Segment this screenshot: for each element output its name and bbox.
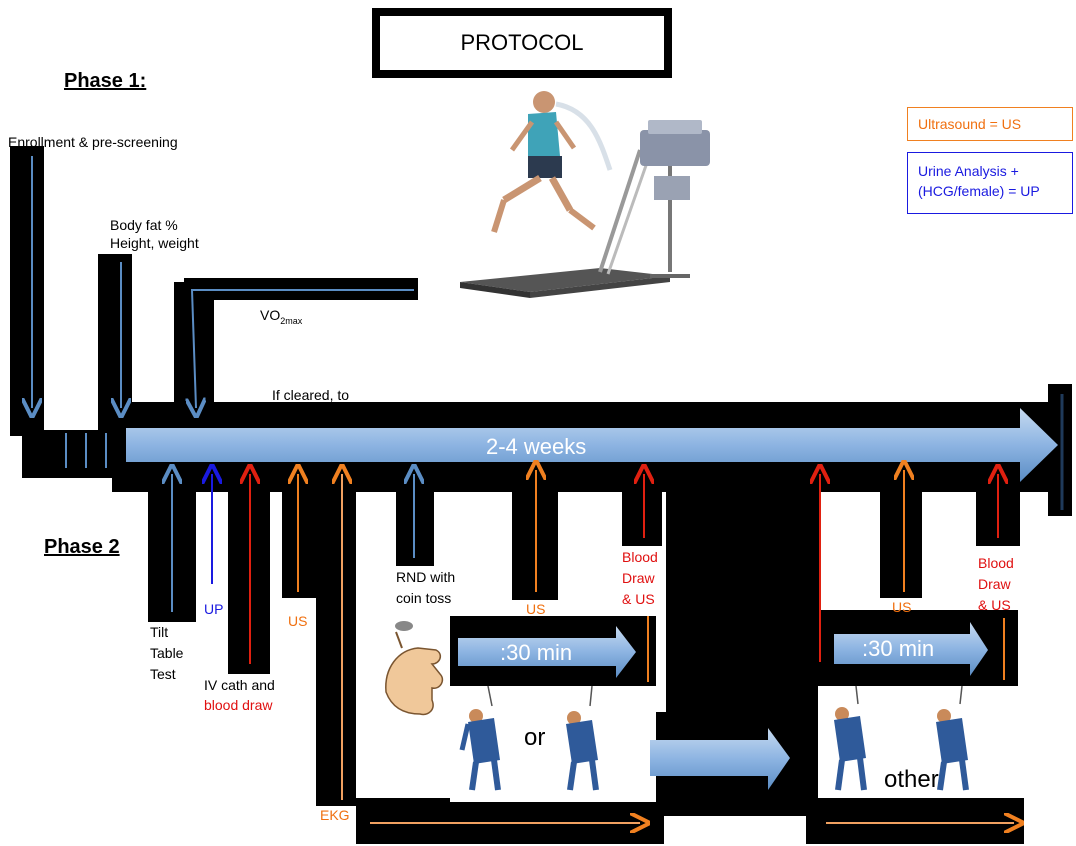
title-box: PROTOCOL: [372, 8, 672, 78]
blood2-label-3: & US: [978, 597, 1011, 613]
blood1-label-1: Blood: [622, 549, 658, 565]
coin-toss-image: [385, 621, 444, 716]
phase1-label: Phase 1:: [64, 70, 147, 92]
blood2-label-1: Blood: [978, 555, 1014, 571]
tilt-label-2: Table: [150, 645, 184, 661]
legend-urine-line2: (HCG/female) = UP: [918, 183, 1040, 199]
or-label: or: [524, 724, 546, 751]
bottom-bar-left: [356, 798, 664, 844]
ekg-block: [316, 444, 356, 806]
phase2-label: Phase 2: [44, 536, 120, 558]
blood1-block: [622, 446, 662, 546]
enrollment-block: [10, 146, 44, 436]
enrollment-label: Enrollment & pre-screening: [8, 134, 178, 150]
up-label: UP: [204, 601, 224, 617]
ekg-label: EKG: [320, 807, 350, 823]
vo2-subscript: 2max: [280, 315, 303, 326]
blood1-label-3: & US: [622, 591, 655, 607]
min1-label: :30 min: [500, 640, 573, 665]
harness-figure-1: [459, 685, 501, 791]
vo2-text: VO: [260, 307, 281, 323]
page-title: PROTOCOL: [380, 16, 664, 70]
min2-arrow: [834, 618, 1005, 680]
vo2-label: VO2max: [260, 306, 302, 330]
timeline-arrow: [126, 408, 1058, 482]
tilt-label-3: Test: [150, 666, 176, 682]
rnd-label-1: RND with: [396, 569, 456, 585]
blood2-label-2: Draw: [978, 576, 1011, 592]
iv-label-1: IV cath and: [204, 677, 275, 693]
timeline-label: 2-4 weeks: [486, 434, 587, 459]
iv-label-2: blood draw: [204, 697, 273, 713]
blood1-label-2: Draw: [622, 570, 655, 586]
legend-urine-line1: Urine Analysis +: [918, 163, 1019, 179]
treadmill-image: [460, 91, 710, 298]
min1-arrow: [458, 616, 649, 682]
other-label: other: [884, 766, 939, 793]
us1-label: US: [288, 613, 308, 629]
min2-label: :30 min: [862, 636, 935, 661]
legend-ultrasound: Ultrasound = US: [907, 107, 1073, 141]
bottom-bar-right: [806, 798, 1024, 844]
cleared-label: If cleared, to: [272, 387, 350, 403]
harness-figure-2: [566, 685, 599, 791]
us3-label: US: [892, 599, 912, 615]
tilt-label-1: Tilt: [150, 624, 169, 640]
vo2-arrow: [192, 289, 414, 408]
harness-figure-3: [834, 685, 867, 791]
bodyfat-label-1: Body fat %: [110, 217, 178, 233]
harness-figure-4: [936, 685, 969, 791]
mid-arrow: [650, 728, 790, 790]
bodyfat-label-2: Height, weight: [110, 235, 199, 251]
rnd-label-2: coin toss: [396, 590, 452, 606]
us2-label: US: [526, 601, 546, 617]
legend-urine: Urine Analysis + (HCG/female) = UP: [907, 152, 1073, 214]
